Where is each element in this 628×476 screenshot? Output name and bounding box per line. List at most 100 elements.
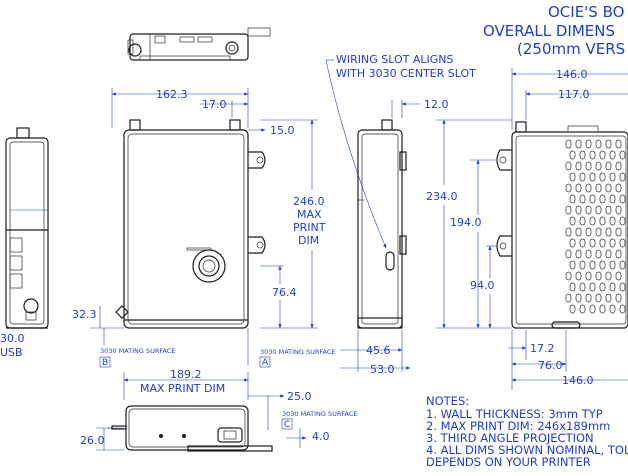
vent-slot bbox=[565, 293, 572, 303]
dim-30-0: 30.0 bbox=[0, 332, 25, 345]
vent-slot bbox=[579, 172, 586, 182]
vent-slot bbox=[565, 205, 572, 215]
dim-15-0: 15.0 bbox=[270, 124, 295, 137]
dim-53-0: 53.0 bbox=[370, 363, 395, 376]
vent-slot bbox=[569, 216, 576, 226]
vent-slot bbox=[579, 304, 586, 314]
dim-print: PRINT bbox=[293, 221, 326, 234]
vent-slot bbox=[599, 282, 606, 292]
dim-76-4: 76.4 bbox=[272, 286, 297, 299]
marker-b: B bbox=[102, 358, 108, 368]
vent-slot bbox=[605, 205, 612, 215]
dim-17-0: 17.0 bbox=[202, 98, 227, 111]
note-4: 4. ALL DIMS SHOWN NOMINAL, TOLER bbox=[426, 443, 628, 457]
vent-slot bbox=[605, 227, 612, 237]
vent-slot bbox=[595, 205, 602, 215]
vent-slot bbox=[589, 150, 596, 160]
drawing-title: OCIE'S BO OVERALL DIMENS (250mm VERS bbox=[483, 3, 625, 58]
notes-heading: NOTES: bbox=[426, 394, 469, 408]
vent-slot bbox=[595, 293, 602, 303]
vent-slot bbox=[605, 183, 612, 193]
vent-slot bbox=[595, 249, 602, 259]
vent-slot bbox=[579, 282, 586, 292]
vent-slot bbox=[605, 293, 612, 303]
vent-slot bbox=[615, 183, 622, 193]
dim-246-0: 246.0 bbox=[293, 195, 325, 208]
vent-slot bbox=[589, 260, 596, 270]
dim-94-0: 94.0 bbox=[470, 279, 495, 292]
vent-slot bbox=[619, 216, 626, 226]
mating-surface-label-c: 3030 MATING SURFACE bbox=[282, 410, 358, 418]
dim-max-print-dim: MAX PRINT DIM bbox=[140, 382, 225, 395]
vent-slot bbox=[585, 227, 592, 237]
vent-slot bbox=[585, 161, 592, 171]
vent-slot bbox=[599, 194, 606, 204]
right-side-view bbox=[357, 119, 407, 329]
dim-max: MAX bbox=[297, 208, 322, 221]
dim-4-0: 4.0 bbox=[312, 430, 330, 443]
vent-slot bbox=[579, 150, 586, 160]
vent-slot bbox=[599, 216, 606, 226]
dim-146-0-top: 146.0 bbox=[556, 68, 588, 81]
vent-slot bbox=[579, 260, 586, 270]
vent-slot bbox=[569, 194, 576, 204]
vent-slot bbox=[595, 183, 602, 193]
vent-slot bbox=[585, 183, 592, 193]
vent-slot bbox=[589, 304, 596, 314]
vent-slot bbox=[609, 282, 616, 292]
vent-slot bbox=[595, 271, 602, 281]
dim-234-0: 234.0 bbox=[426, 190, 458, 203]
bottom-view bbox=[108, 405, 273, 452]
note-4-continued: DEPENDS ON YOUR PRINTER bbox=[426, 455, 591, 469]
dim-146-0-bottom: 146.0 bbox=[562, 374, 594, 387]
vent-slot bbox=[599, 172, 606, 182]
vent-slot bbox=[575, 205, 582, 215]
vent-slot bbox=[585, 205, 592, 215]
vent-slot bbox=[619, 304, 626, 314]
vent-slot bbox=[605, 161, 612, 171]
vent-slot bbox=[619, 150, 626, 160]
vent-slot bbox=[615, 293, 622, 303]
marker-a: A bbox=[262, 358, 269, 368]
dim-25-0: 25.0 bbox=[287, 390, 312, 403]
vent-slot bbox=[575, 271, 582, 281]
mating-surface-label-a: 3030 MATING SURFACE bbox=[260, 348, 336, 356]
vent-slots bbox=[565, 139, 626, 314]
dim-189-2: 189.2 bbox=[170, 368, 202, 381]
top-view bbox=[127, 27, 271, 61]
vent-slot bbox=[569, 282, 576, 292]
vent-slot bbox=[609, 260, 616, 270]
dim-32-3: 32.3 bbox=[72, 308, 97, 321]
front-view-dimensions: 162.3 17.0 15.0 246.0 MAX PRINT DIM 76.4… bbox=[72, 88, 326, 345]
back-view-dimensions: 146.0 117.0 234.0 194.0 94.0 17.2 76.0 1… bbox=[426, 68, 628, 390]
vent-slot bbox=[589, 282, 596, 292]
vent-slot bbox=[565, 139, 572, 149]
notes-block: NOTES: 1. WALL THICKNESS: 3mm TYP 2. MAX… bbox=[426, 394, 628, 469]
vent-slot bbox=[569, 260, 576, 270]
vent-slot bbox=[575, 183, 582, 193]
vent-slot bbox=[609, 172, 616, 182]
vent-slot bbox=[575, 293, 582, 303]
vent-slot bbox=[615, 139, 622, 149]
vent-slot bbox=[579, 194, 586, 204]
vent-slot bbox=[599, 150, 606, 160]
vent-slot bbox=[619, 282, 626, 292]
vent-slot bbox=[615, 249, 622, 259]
vent-slot bbox=[585, 293, 592, 303]
mating-surface-label-b: 3030 MATING SURFACE bbox=[100, 347, 176, 355]
vent-slot bbox=[575, 249, 582, 259]
wiring-slot-callout-line-1: WIRING SLOT ALIGNS bbox=[336, 53, 453, 66]
dim-dim: DIM bbox=[298, 234, 319, 247]
left-side-view bbox=[5, 127, 49, 329]
bottom-view-dimensions: 189.2 MAX PRINT DIM 25.0 26.0 4.0 bbox=[80, 368, 330, 451]
dim-17-2: 17.2 bbox=[530, 342, 555, 355]
vent-slot bbox=[605, 271, 612, 281]
vent-slot bbox=[599, 304, 606, 314]
vent-slot bbox=[619, 238, 626, 248]
vent-slot bbox=[585, 139, 592, 149]
front-view bbox=[115, 119, 266, 329]
title-line-1: OCIE'S BO bbox=[548, 3, 624, 21]
title-line-2: OVERALL DIMENS bbox=[483, 22, 615, 40]
vent-slot bbox=[565, 183, 572, 193]
